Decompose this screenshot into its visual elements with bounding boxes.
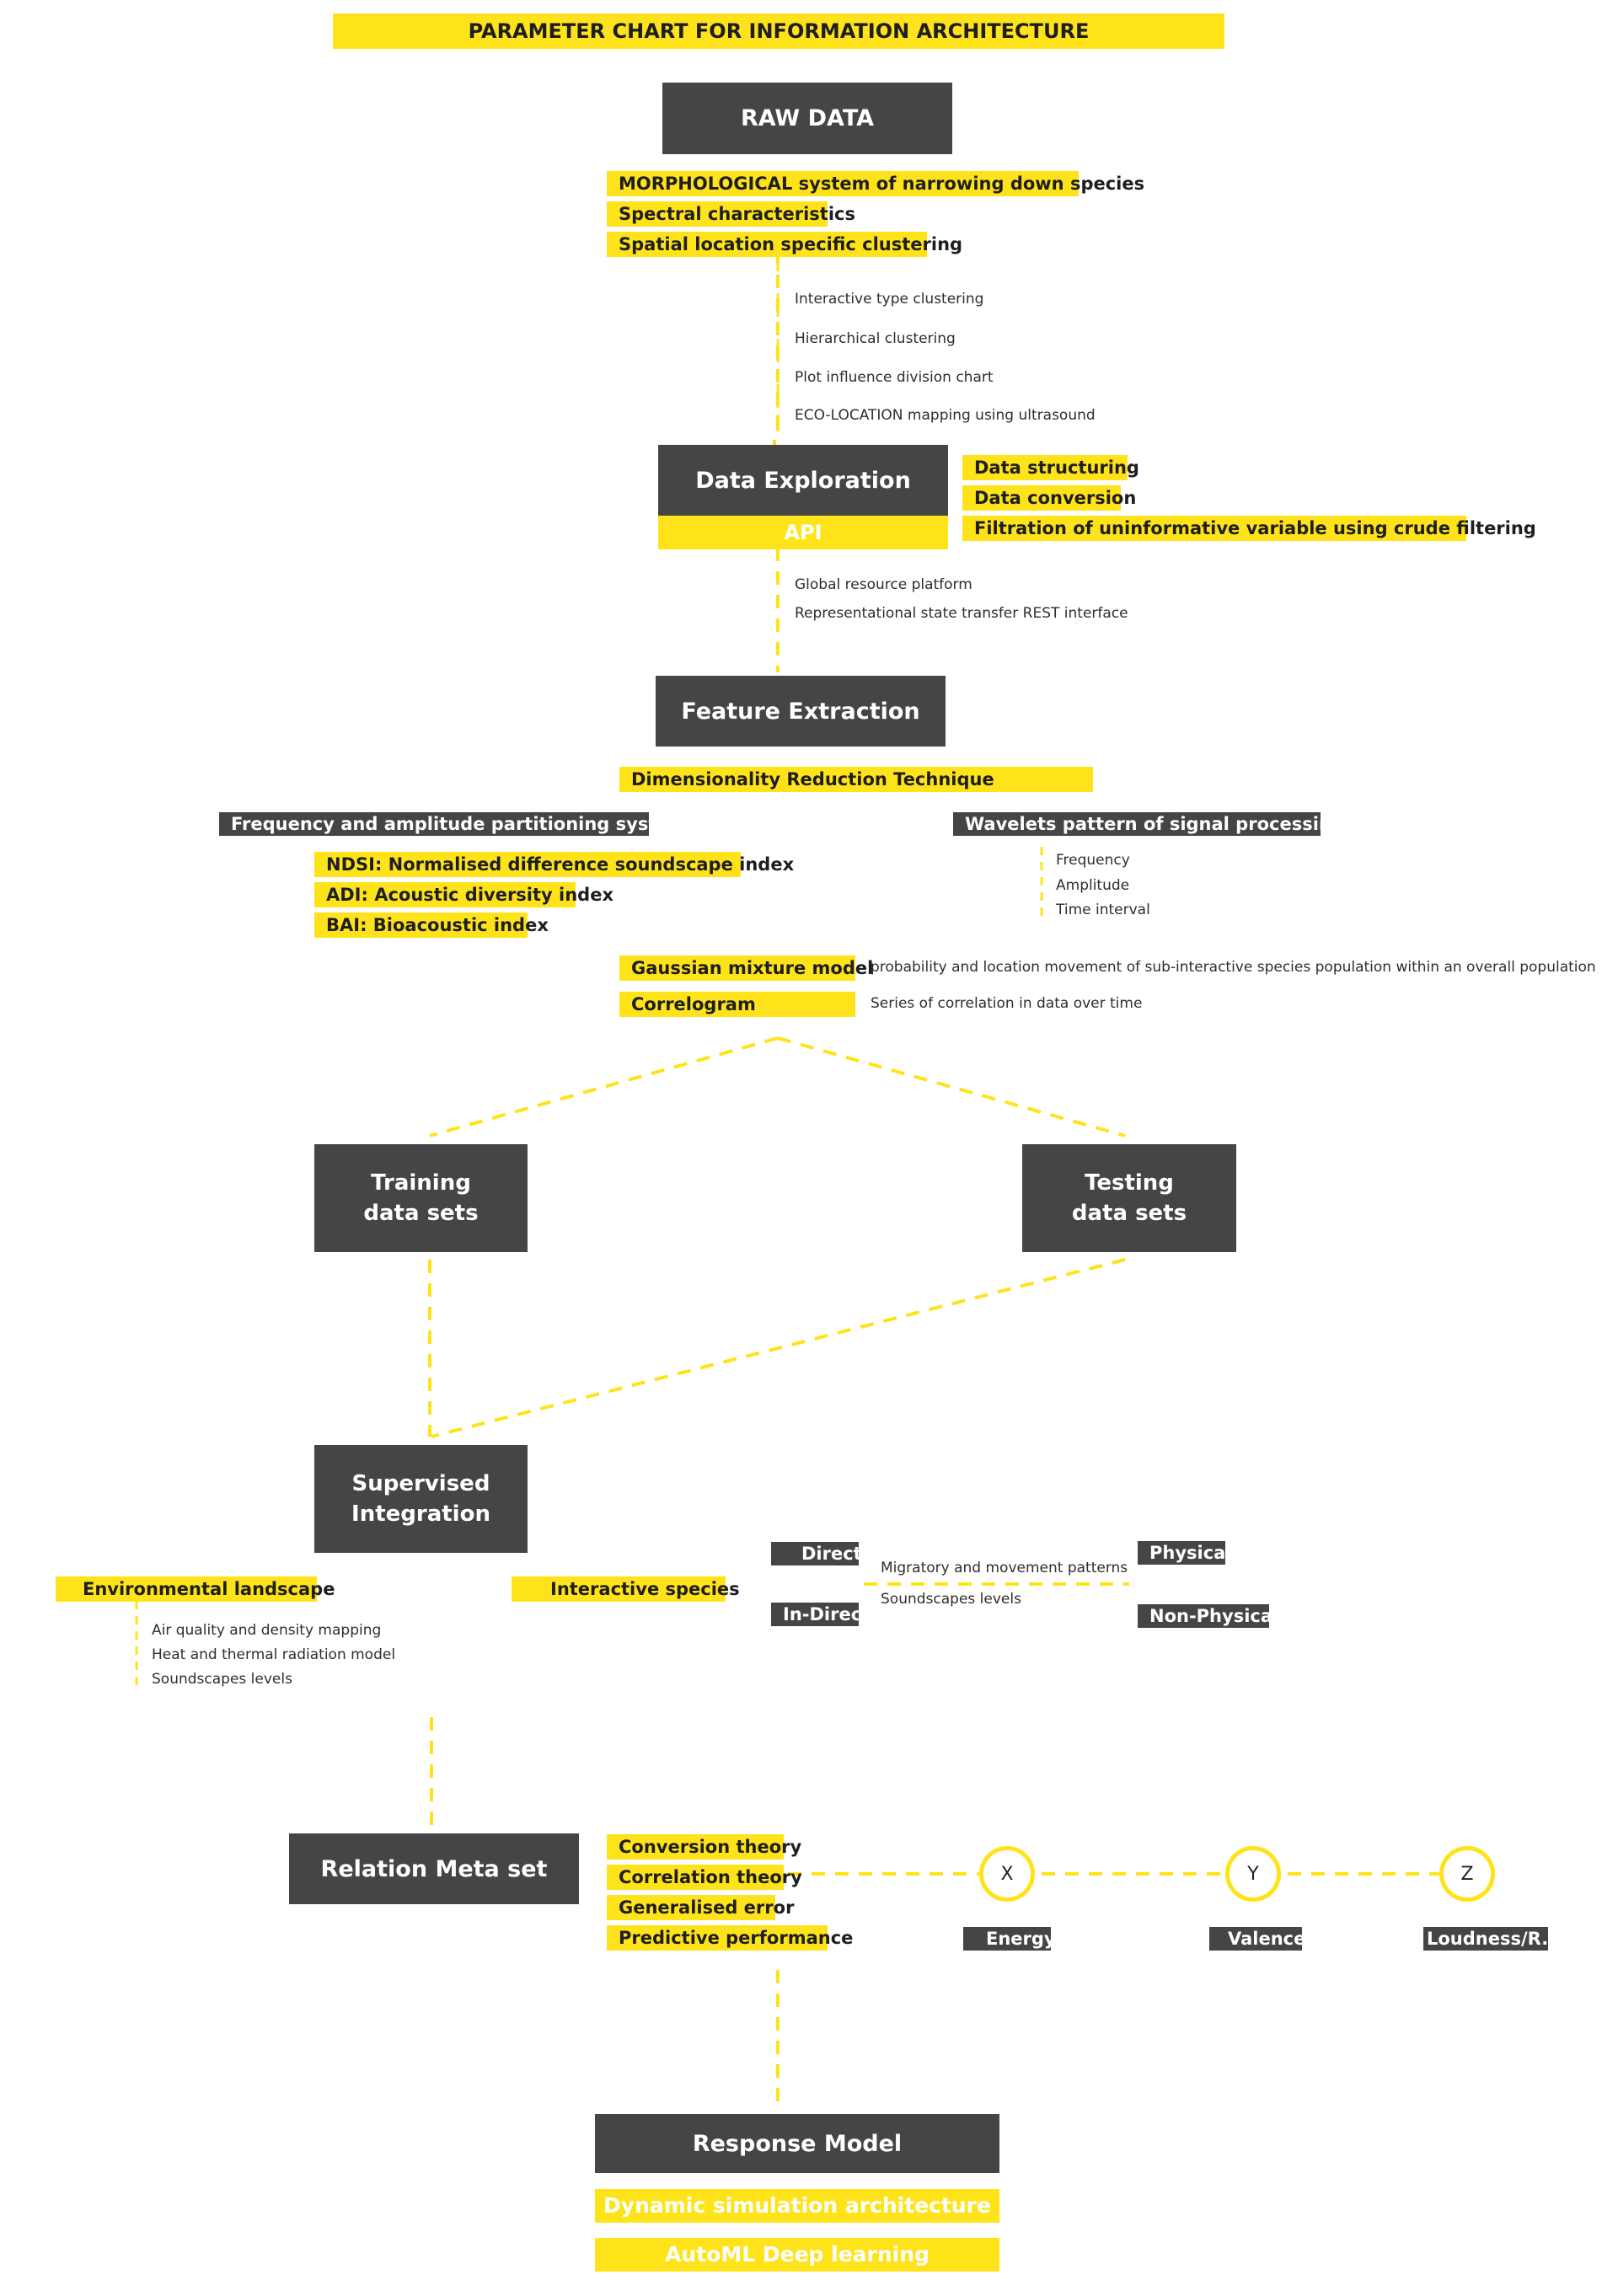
wavelets-label: Wavelets pattern of signal processing [953, 812, 1344, 836]
species-note-migratory: Migratory and movement patterns [881, 1560, 1128, 1576]
env-note-air: Air quality and density mapping [152, 1622, 382, 1639]
connector [777, 1036, 1126, 1137]
raw-data-box: RAW DATA [662, 83, 952, 154]
species-note-sound: Soundscapes levels [881, 1591, 1021, 1608]
wavelet-amplitude: Amplitude [1056, 877, 1130, 894]
correlogram-note: Series of correlation in data over time [871, 995, 1143, 1012]
explore-note-rest: Representational state transfer REST int… [795, 605, 1128, 622]
wavelet-time: Time interval [1056, 902, 1150, 918]
raw-note-plot: Plot influence division chart [795, 369, 994, 386]
connector [431, 1258, 1126, 1438]
wavelet-frequency: Frequency [1056, 852, 1130, 869]
correlogram-tag: Correlogram [619, 992, 855, 1017]
connector [429, 1036, 779, 1137]
interactive-species-tag: Interactive species [512, 1576, 740, 1602]
indirect-label: In-Direct [771, 1603, 870, 1626]
relation-tag-correlation: Correlation theory [607, 1865, 802, 1890]
relation-tag-conversion: Conversion theory [607, 1834, 801, 1860]
response-item-automl: AutoML Deep learning [595, 2238, 999, 2272]
env-note-sound: Soundscapes levels [152, 1671, 292, 1688]
environmental-tag: Environmental landscape [56, 1576, 335, 1602]
index-adi: ADI: Acoustic diversity index [314, 882, 613, 907]
axis-y-circle: Y [1225, 1846, 1281, 1902]
dimensionality-tag: Dimensionality Reduction Technique [619, 767, 1093, 792]
axis-energy-label: Energy [963, 1927, 1056, 1951]
raw-tag-morphological: MORPHOLOGICAL system of narrowing down s… [607, 171, 1144, 196]
raw-note-hierarchical: Hierarchical clustering [795, 330, 956, 347]
direct-label: Direct [771, 1542, 862, 1565]
raw-tag-spatial: Spatial location specific clustering [607, 232, 962, 257]
page-title: PARAMETER CHART FOR INFORMATION ARCHITEC… [333, 13, 1224, 49]
axis-x-circle: X [979, 1846, 1035, 1902]
index-bai: BAI: Bioacoustic index [314, 913, 549, 938]
supervised-integration-box: Supervised Integration [314, 1445, 528, 1553]
explore-tag-filtration: Filtration of uninformative variable usi… [962, 516, 1536, 541]
testing-box: Testing data sets [1022, 1144, 1236, 1252]
freq-system-label: Frequency and amplitude partitioning sys… [219, 812, 688, 836]
gmm-tag: Gaussian mixture model [619, 955, 873, 981]
physical-label: Physical [1138, 1541, 1232, 1565]
response-item-dynamic: Dynamic simulation architecture [595, 2189, 999, 2223]
gmm-note: probability and location movement of sub… [871, 959, 1596, 976]
axis-z-circle: Z [1439, 1846, 1495, 1902]
feature-extraction-box: Feature Extraction [656, 676, 946, 747]
relation-tag-generalised: Generalised error [607, 1895, 794, 1920]
nonphysical-label: Non-Physical [1138, 1604, 1278, 1628]
axis-loudness-label: Loudness/R.T [1423, 1927, 1561, 1951]
relation-meta-set-box: Relation Meta set [289, 1833, 579, 1904]
api-tag: API [658, 516, 948, 549]
raw-tag-spectral: Spectral characteristics [607, 201, 855, 227]
raw-note-ecolocation: ECO-LOCATION mapping using ultrasound [795, 407, 1096, 424]
response-model-box: Response Model [595, 2114, 999, 2173]
explore-tag-structuring: Data structuring [962, 455, 1139, 480]
relation-tag-predictive: Predictive performance [607, 1925, 853, 1951]
explore-note-global: Global resource platform [795, 576, 972, 593]
env-note-heat: Heat and thermal radiation model [152, 1646, 396, 1663]
index-ndsi: NDSI: Normalised difference soundscape i… [314, 852, 794, 877]
training-box: Training data sets [314, 1144, 528, 1252]
explore-tag-conversion: Data conversion [962, 485, 1136, 511]
axis-valence-label: Valence [1209, 1927, 1305, 1951]
raw-note-interactive: Interactive type clustering [795, 291, 984, 308]
data-exploration-box: Data Exploration [658, 445, 948, 516]
